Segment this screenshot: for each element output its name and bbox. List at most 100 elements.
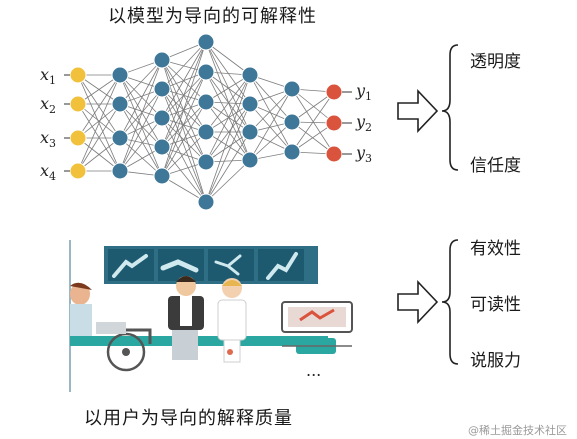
input-node — [69, 66, 87, 84]
network-edge — [161, 41, 207, 119]
network-edge — [205, 41, 251, 105]
output-node — [325, 114, 343, 132]
watermark: @稀土掘金技术社区 — [468, 424, 567, 437]
network-edge — [205, 74, 251, 203]
hidden-node — [197, 93, 215, 111]
network-edge — [249, 121, 293, 161]
user-oriented-title: 以用户为导向的解释质量 — [84, 408, 293, 429]
network-edge — [291, 91, 335, 123]
hidden-node — [241, 123, 259, 141]
output-subscript: 1 — [365, 90, 372, 103]
network-edge — [119, 103, 163, 148]
network-edge — [161, 59, 207, 203]
category-readability: 可读性 — [470, 295, 521, 315]
input-label: x2 — [40, 94, 56, 116]
network-edge — [161, 41, 207, 177]
input-subscript: 4 — [49, 170, 56, 183]
network-edge — [161, 131, 207, 177]
network-edge — [205, 159, 251, 203]
network-edge — [119, 88, 163, 172]
category-effectiveness: 有效性 — [470, 239, 521, 259]
ellipsis-text: ... — [306, 361, 321, 380]
network-edge — [291, 122, 335, 153]
network-edge — [205, 103, 251, 163]
input-label: x3 — [40, 128, 56, 150]
network-nodes — [69, 33, 343, 211]
network-edge — [291, 121, 335, 155]
network-edge — [205, 71, 251, 161]
network-edge — [205, 74, 251, 103]
input-subscript: 2 — [49, 103, 56, 116]
network-edge — [205, 41, 251, 76]
input-subscript: 3 — [49, 137, 56, 150]
network-edge — [291, 88, 335, 124]
network-edge — [205, 131, 251, 203]
hidden-node — [283, 80, 301, 98]
network-edge — [77, 74, 121, 139]
hidden-node — [197, 193, 215, 211]
network-edge — [249, 88, 293, 133]
hidden-node — [241, 66, 259, 84]
network-edge — [205, 74, 251, 133]
network-edge — [119, 103, 163, 177]
network-edge — [119, 137, 163, 177]
category-trust: 信任度 — [470, 156, 521, 176]
input-node — [69, 162, 87, 180]
network-edge — [205, 131, 251, 161]
network-edge — [77, 74, 121, 105]
network-edge — [119, 59, 163, 105]
hollow-right-arrow-icon — [397, 279, 439, 325]
network-edge — [161, 41, 207, 148]
output-node — [325, 83, 343, 101]
network-edge — [205, 41, 251, 161]
network-edge — [205, 41, 251, 133]
network-edge — [161, 146, 207, 203]
network-edge — [77, 103, 121, 139]
network-edge — [249, 74, 293, 153]
hidden-node — [153, 167, 171, 185]
hidden-node — [241, 95, 259, 113]
network-edge — [77, 74, 121, 172]
network-edge — [161, 88, 207, 163]
input-node — [69, 95, 87, 113]
input-node — [69, 129, 87, 147]
network-edge — [291, 91, 335, 153]
network-edge — [205, 71, 251, 105]
left-curly-brace-icon — [441, 44, 459, 171]
network-edge — [119, 88, 163, 139]
left-curly-brace-icon — [441, 239, 459, 365]
hidden-node — [111, 66, 129, 84]
input-label: x4 — [40, 161, 56, 183]
hidden-node — [197, 63, 215, 81]
hidden-node — [283, 143, 301, 161]
category-persuasiveness: 说服力 — [470, 351, 521, 371]
network-edge — [205, 74, 251, 163]
xray-panels — [108, 249, 304, 281]
output-node — [325, 145, 343, 163]
network-edge — [161, 175, 207, 203]
network-edge — [119, 59, 163, 139]
network-edge — [205, 101, 251, 161]
output-subscript: 2 — [365, 121, 372, 134]
network-edge — [161, 59, 207, 103]
network-edge — [77, 137, 121, 172]
network-edge — [161, 117, 207, 203]
hidden-node — [153, 51, 171, 69]
network-edge — [161, 88, 207, 133]
output-subscript: 3 — [365, 152, 372, 165]
network-edge — [205, 101, 251, 133]
medical-scene-illustration — [69, 240, 353, 392]
hidden-node — [197, 123, 215, 141]
network-edge — [205, 103, 251, 203]
output-label: y3 — [355, 143, 372, 165]
hidden-node — [153, 109, 171, 127]
network-edge — [205, 71, 251, 133]
network-edge — [249, 103, 293, 153]
hidden-node — [197, 33, 215, 51]
network-edge — [161, 117, 207, 163]
hidden-node — [283, 113, 301, 131]
network-edge — [205, 131, 251, 163]
network-edge — [161, 88, 207, 203]
network-edge — [249, 74, 293, 123]
